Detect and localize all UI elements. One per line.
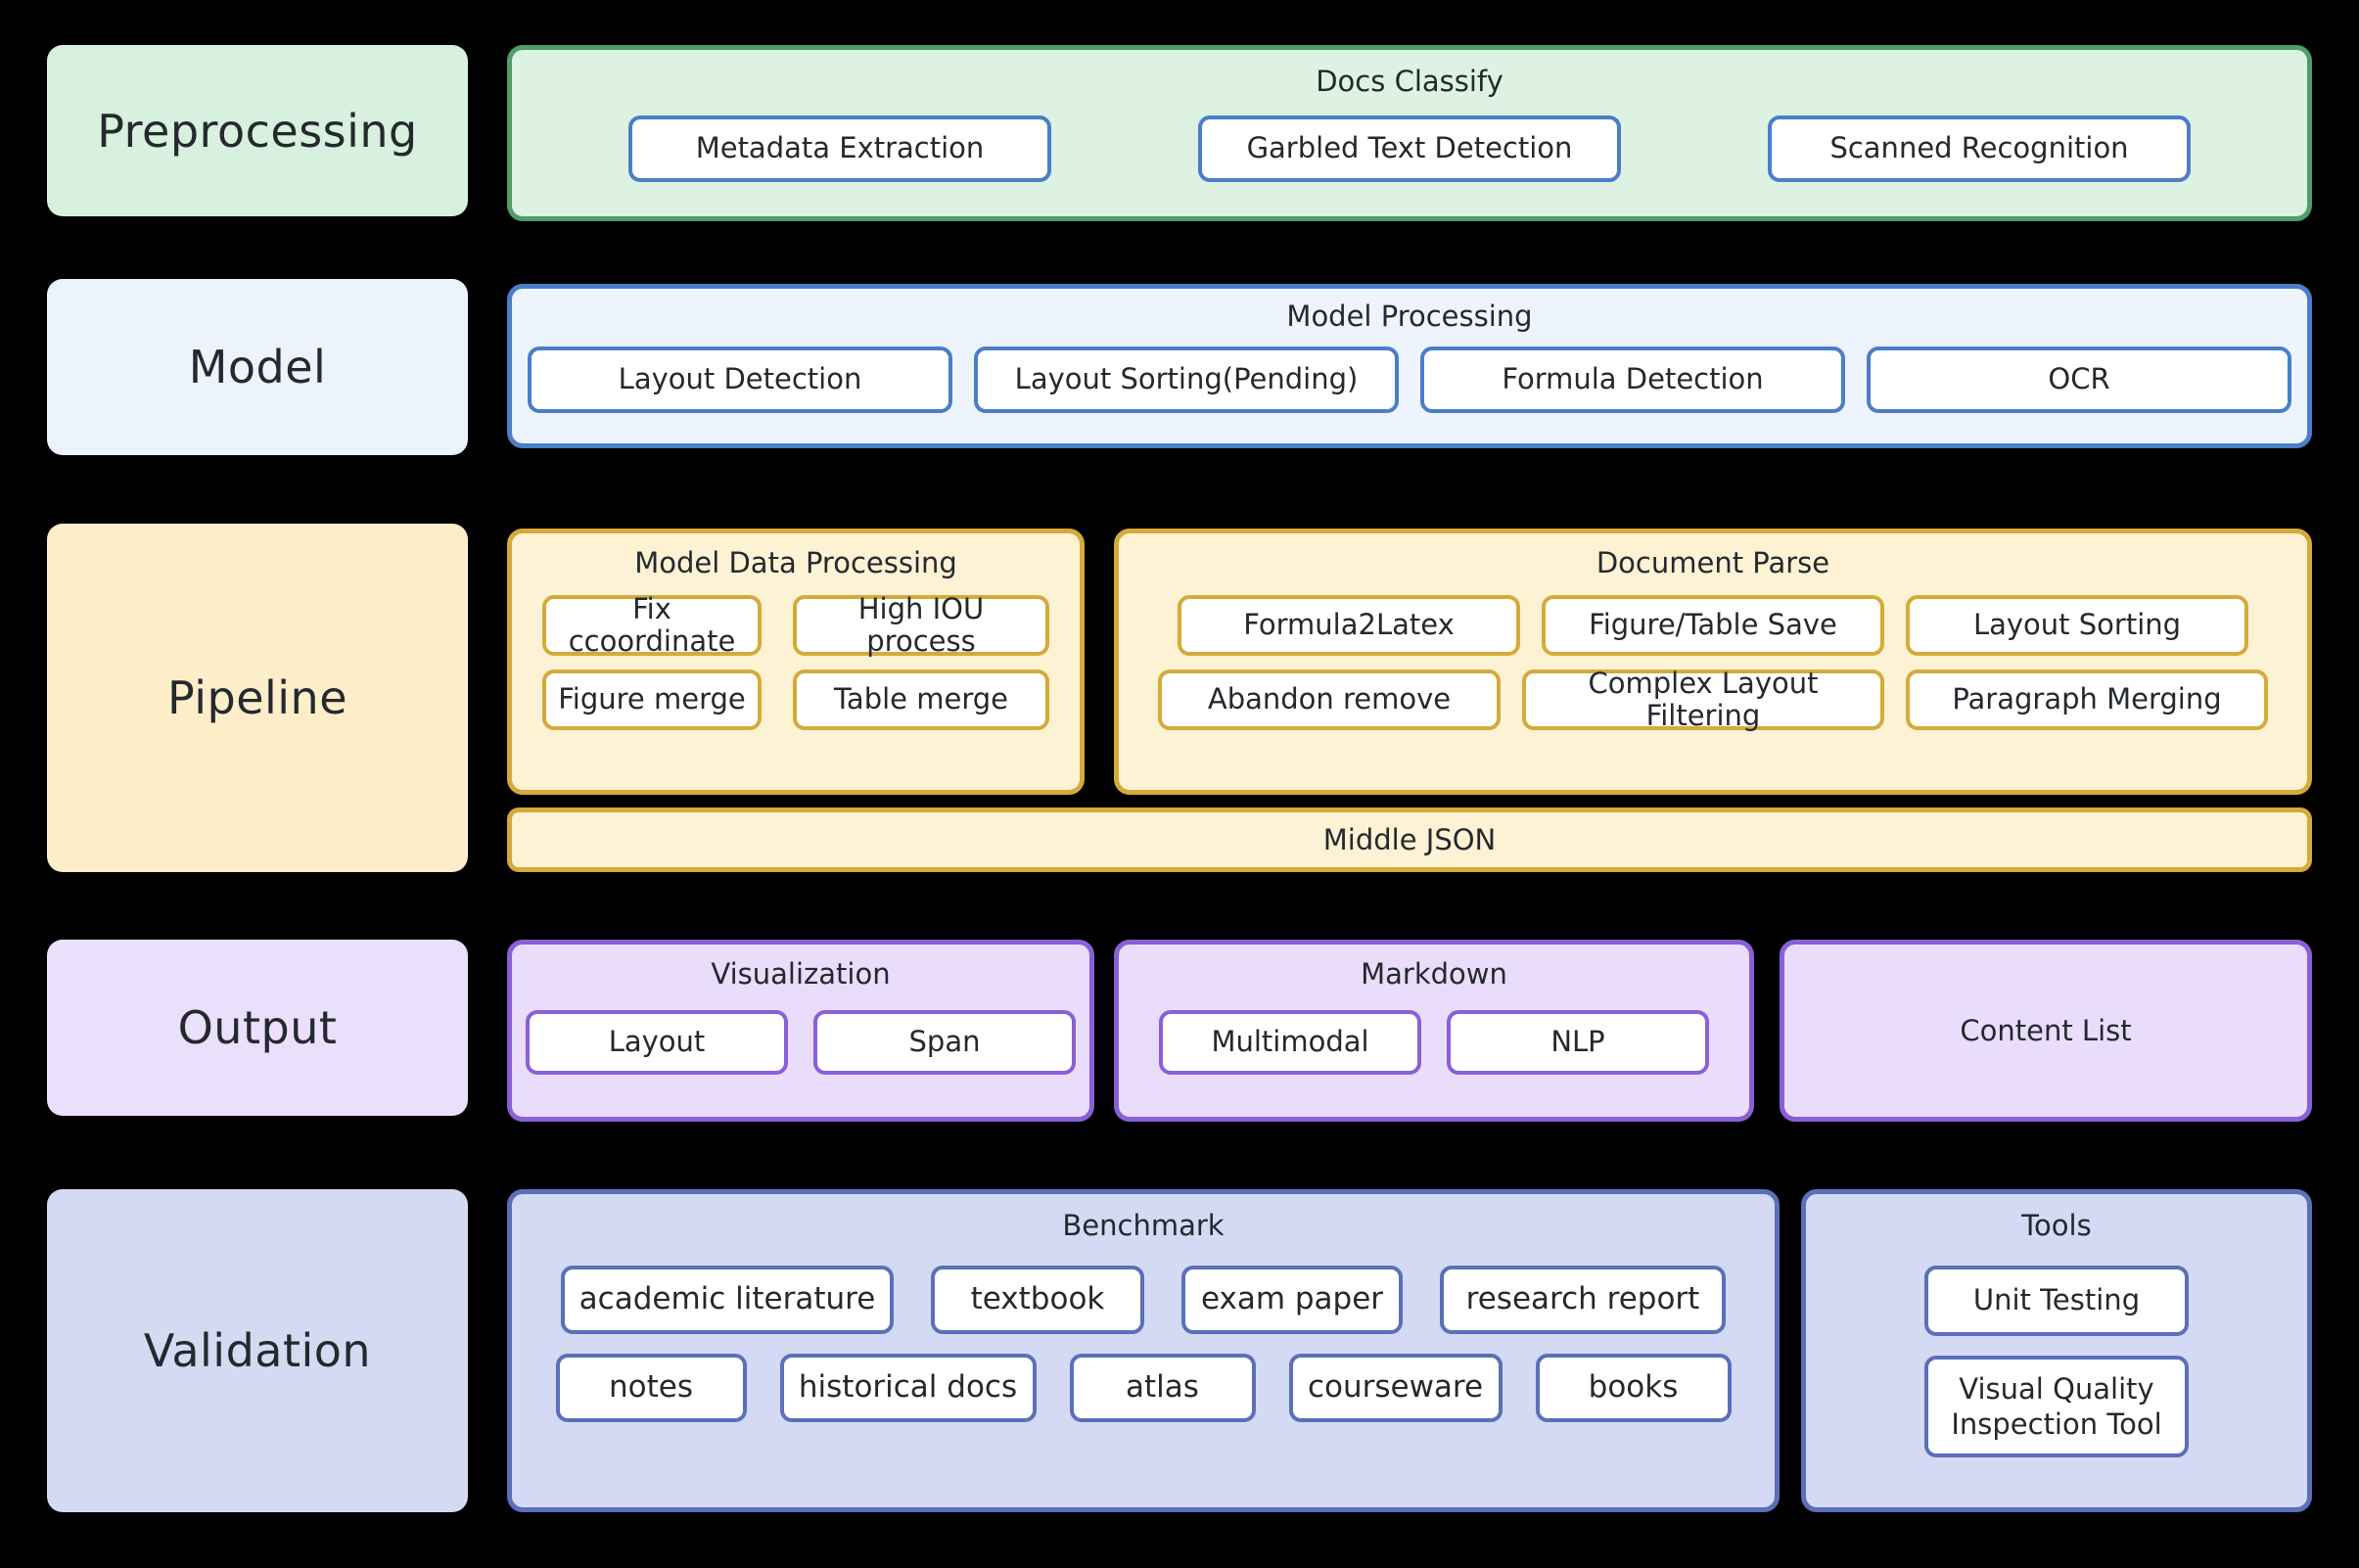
chip-paragraph-merging[interactable]: Paragraph Merging [1906, 669, 2268, 730]
panel-docs-classify: Docs Classify Metadata Extraction Garble… [507, 45, 2312, 221]
chip-historical-docs[interactable]: historical docs [779, 1354, 1037, 1422]
chip-fix-ccoordinate[interactable]: Fix ccoordinate [542, 592, 762, 658]
chip-visual-quality-inspection-tool[interactable]: Visual Quality Inspection Tool [1924, 1356, 2189, 1457]
chip-research-report[interactable]: research report [1440, 1266, 1726, 1334]
chip-notes[interactable]: notes [555, 1354, 747, 1422]
chip-figure-table-save[interactable]: Figure/Table Save [1542, 595, 1884, 656]
panel-model-data-processing-title: Model Data Processing [634, 546, 957, 579]
chip-formula2latex[interactable]: Formula2Latex [1178, 595, 1520, 656]
panel-markdown: Markdown Multimodal NLP [1114, 940, 1754, 1122]
panel-content-list[interactable]: Content List [1780, 940, 2312, 1122]
chip-books[interactable]: books [1535, 1354, 1732, 1422]
stage-label-preprocessing: Preprocessing [47, 45, 468, 216]
panel-model-data-processing: Model Data Processing Fix ccoordinate Hi… [507, 529, 1085, 795]
panel-model-processing-title: Model Processing [1286, 300, 1533, 333]
chip-layout-sorting-pending[interactable]: Layout Sorting(Pending) [974, 346, 1399, 413]
chip-layout[interactable]: Layout [526, 1010, 788, 1075]
chip-textbook[interactable]: textbook [931, 1266, 1144, 1334]
chip-nlp[interactable]: NLP [1447, 1010, 1709, 1075]
chip-table-merge[interactable]: Table merge [793, 669, 1049, 730]
panel-visualization-title: Visualization [711, 957, 891, 991]
chip-ocr[interactable]: OCR [1867, 346, 2291, 413]
chip-garbled-text-detection[interactable]: Garbled Text Detection [1198, 115, 1621, 182]
chip-unit-testing[interactable]: Unit Testing [1924, 1266, 2189, 1336]
chip-atlas[interactable]: atlas [1069, 1354, 1256, 1422]
stage-label-output-text: Output [177, 1001, 338, 1054]
panel-content-list-title: Content List [1960, 1013, 2132, 1047]
panel-benchmark: Benchmark academic literature textbook e… [507, 1189, 1780, 1512]
chip-scanned-recognition[interactable]: Scanned Recognition [1768, 115, 2191, 182]
chip-high-iou-process[interactable]: High IOU process [793, 592, 1049, 658]
panel-model-processing: Model Processing Layout Detection Layout… [507, 284, 2312, 448]
panel-benchmark-title: Benchmark [1062, 1209, 1225, 1242]
stage-label-validation-text: Validation [143, 1324, 372, 1377]
panel-visualization: Visualization Layout Span [507, 940, 1094, 1122]
panel-document-parse-title: Document Parse [1596, 546, 1830, 579]
chip-formula-detection[interactable]: Formula Detection [1420, 346, 1845, 413]
chip-academic-literature[interactable]: academic literature [561, 1266, 894, 1334]
stage-label-output: Output [47, 940, 468, 1116]
chip-metadata-extraction[interactable]: Metadata Extraction [628, 115, 1051, 182]
stage-label-preprocessing-text: Preprocessing [97, 104, 418, 158]
stage-label-model-text: Model [188, 341, 327, 393]
panel-document-parse: Document Parse Formula2Latex Figure/Tabl… [1114, 529, 2312, 795]
stage-label-pipeline: Pipeline [47, 524, 468, 872]
panel-markdown-title: Markdown [1361, 957, 1507, 991]
chip-figure-merge[interactable]: Figure merge [542, 669, 762, 730]
chip-complex-layout-filtering[interactable]: Complex Layout Filtering [1522, 667, 1884, 732]
bar-middle-json-label: Middle JSON [1322, 823, 1497, 856]
stage-label-model: Model [47, 279, 468, 455]
chip-span[interactable]: Span [813, 1010, 1076, 1075]
chip-layout-sorting[interactable]: Layout Sorting [1906, 595, 2248, 656]
chip-multimodal[interactable]: Multimodal [1159, 1010, 1421, 1075]
bar-middle-json[interactable]: Middle JSON [507, 807, 2312, 872]
chip-exam-paper[interactable]: exam paper [1181, 1266, 1403, 1334]
chip-courseware[interactable]: courseware [1288, 1354, 1503, 1422]
stage-label-validation: Validation [47, 1189, 468, 1512]
chip-abandon-remove[interactable]: Abandon remove [1158, 669, 1501, 730]
chip-layout-detection[interactable]: Layout Detection [528, 346, 952, 413]
panel-docs-classify-title: Docs Classify [1316, 65, 1503, 98]
panel-tools: Tools Unit Testing Visual Quality Inspec… [1801, 1189, 2312, 1512]
panel-tools-title: Tools [2021, 1209, 2092, 1242]
stage-label-pipeline-text: Pipeline [166, 671, 348, 724]
